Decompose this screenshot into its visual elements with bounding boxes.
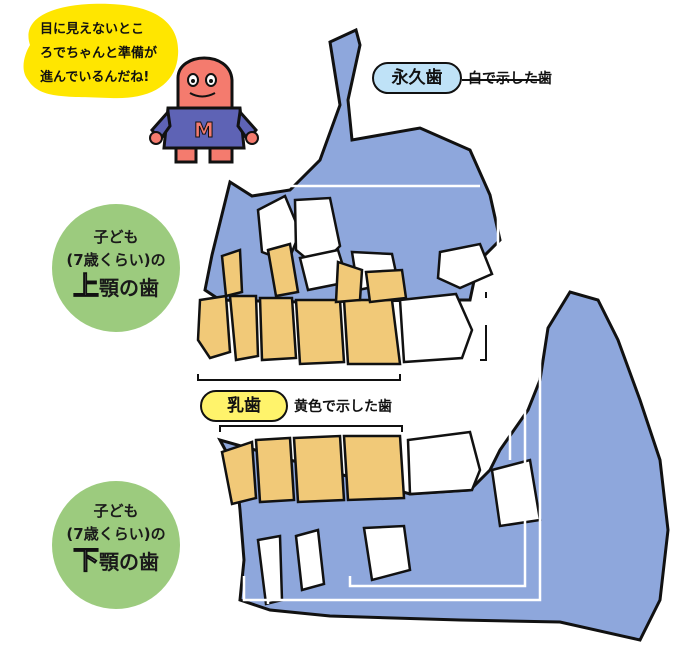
lower-jaw-rest: 顎の歯 [99, 550, 159, 574]
baby-teeth-description: 黄色で示した歯 [294, 399, 392, 415]
speech-bubble-text: 目に見えないとこ ろでちゃんと準備が 進んでいるんだね! [40, 18, 190, 90]
upper-label-circle [52, 204, 180, 332]
speech-line-1: 目に見えないとこ [40, 22, 145, 37]
lower-jaw-bone [217, 290, 670, 642]
lower-label-line-1: 子ども [93, 502, 139, 520]
speech-bubble [23, 3, 179, 99]
permanent-teeth-description: 白で示した歯 [468, 71, 552, 87]
baby-teeth-bracket-lines [197, 374, 403, 432]
lower-baby-teeth [220, 434, 406, 506]
speech-line-3: 進んでいるんだね! [40, 70, 150, 85]
upper-label-line-1: 子ども [93, 228, 139, 246]
permanent-teeth-tag: 永久歯 [372, 62, 462, 94]
upper-label-line-3: 上顎の歯 [56, 272, 176, 303]
character-shirt-letter: M [194, 118, 214, 142]
upper-jaw-rest: 顎の歯 [99, 276, 159, 300]
permanent-teeth-bracket-lines [242, 92, 542, 604]
lower-permanent-teeth [256, 430, 542, 606]
upper-jaw-label: 子ども (7歳くらい)の 上顎の歯 [56, 226, 176, 303]
upper-baby-teeth [196, 242, 408, 366]
lower-jaw-label: 子ども (7歳くらい)の 下顎の歯 [56, 500, 176, 577]
baby-teeth-tag: 乳歯 [200, 390, 288, 422]
lower-jaw-word: 下 [72, 546, 99, 577]
lower-label-circle [52, 481, 180, 609]
speech-line-2: ろでちゃんと準備が [40, 46, 158, 61]
upper-label-line-2: (7歳くらい)の [66, 251, 166, 269]
permanent-tag-leader [462, 79, 540, 361]
lower-label-line-2: (7歳くらい)の [66, 525, 166, 543]
upper-jaw-word: 上 [72, 272, 99, 303]
upper-permanent-molar [398, 292, 474, 364]
character-mascot: M [149, 56, 259, 164]
lower-label-line-3: 下顎の歯 [56, 546, 176, 577]
